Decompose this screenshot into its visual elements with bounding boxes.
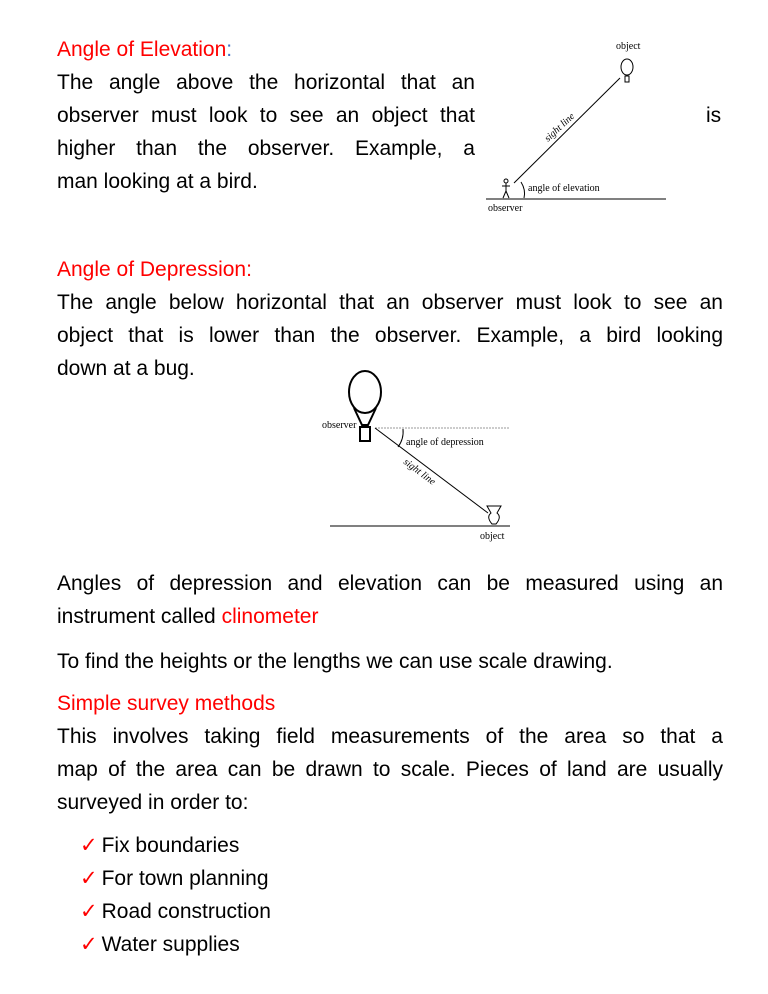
survey-line-2: map of the area can be drawn to scale. P… <box>57 758 723 781</box>
object-label: object <box>616 41 641 52</box>
list-item: ✓Road construction <box>80 895 271 928</box>
elevation-line-2: observer must look to see an object that <box>57 104 475 127</box>
depression-heading: Angle of Depression: <box>57 258 252 281</box>
angle-arc <box>520 181 526 199</box>
checkmark-icon: ✓ <box>80 900 98 923</box>
scale-drawing-text: To find the heights or the lengths we ca… <box>57 650 613 673</box>
heading-colon: : <box>226 38 233 61</box>
list-item: ✓For town planning <box>80 862 269 895</box>
elevation-line-4: man looking at a bird. <box>57 170 258 193</box>
measure-text: instrument called <box>57 605 222 628</box>
depression-line-1: The angle below horizontal that an obser… <box>57 291 723 314</box>
sight-line-label: sight line <box>543 111 578 145</box>
list-item-label: For town planning <box>101 867 269 890</box>
depression-line-3: down at a bug. <box>57 357 195 380</box>
measure-line-2: instrument called clinometer <box>57 600 318 633</box>
observer-label: observer <box>488 203 523 214</box>
list-item: ✓Fix boundaries <box>80 829 239 862</box>
elevation-line-3: higher than the observer. Example, a <box>57 137 475 160</box>
depression-line-2: object that is lower than the observer. … <box>57 324 723 347</box>
elevation-diagram: object sight line angle of elevation obs… <box>486 41 666 214</box>
checkmark-icon: ✓ <box>80 933 98 956</box>
sight-line <box>374 427 489 514</box>
heading-text: Angle of Elevation <box>57 38 227 61</box>
observer-label: observer <box>322 420 357 431</box>
object-label: object <box>480 531 505 542</box>
checkmark-icon: ✓ <box>80 867 98 890</box>
depression-diagram: observer angle of depression sight line … <box>322 370 510 542</box>
angle-label: angle of elevation <box>528 183 600 194</box>
list-item-label: Fix boundaries <box>101 834 240 857</box>
angle-arc <box>397 428 404 448</box>
list-item-label: Water supplies <box>101 933 240 956</box>
checkmark-icon: ✓ <box>80 834 98 857</box>
clinometer-term: clinometer <box>221 605 319 628</box>
sight-line <box>513 77 621 184</box>
list-item-label: Road construction <box>101 900 271 923</box>
measure-line-1: Angles of depression and elevation can b… <box>57 572 723 595</box>
list-item: ✓Water supplies <box>80 928 240 961</box>
elevation-line-1: The angle above the horizontal that an <box>57 71 475 94</box>
balloon-icon <box>348 370 382 442</box>
survey-line-1: This involves taking field measurements … <box>57 725 723 748</box>
elevation-trailing-word: is <box>706 104 722 127</box>
elevation-heading: Angle of Elevation: <box>57 33 232 66</box>
survey-line-3: surveyed in order to: <box>57 791 249 814</box>
bug-icon <box>486 505 502 525</box>
survey-heading: Simple survey methods <box>57 692 276 715</box>
angle-label: angle of depression <box>406 437 484 448</box>
person-icon <box>502 178 510 199</box>
balloon-icon <box>620 58 634 83</box>
